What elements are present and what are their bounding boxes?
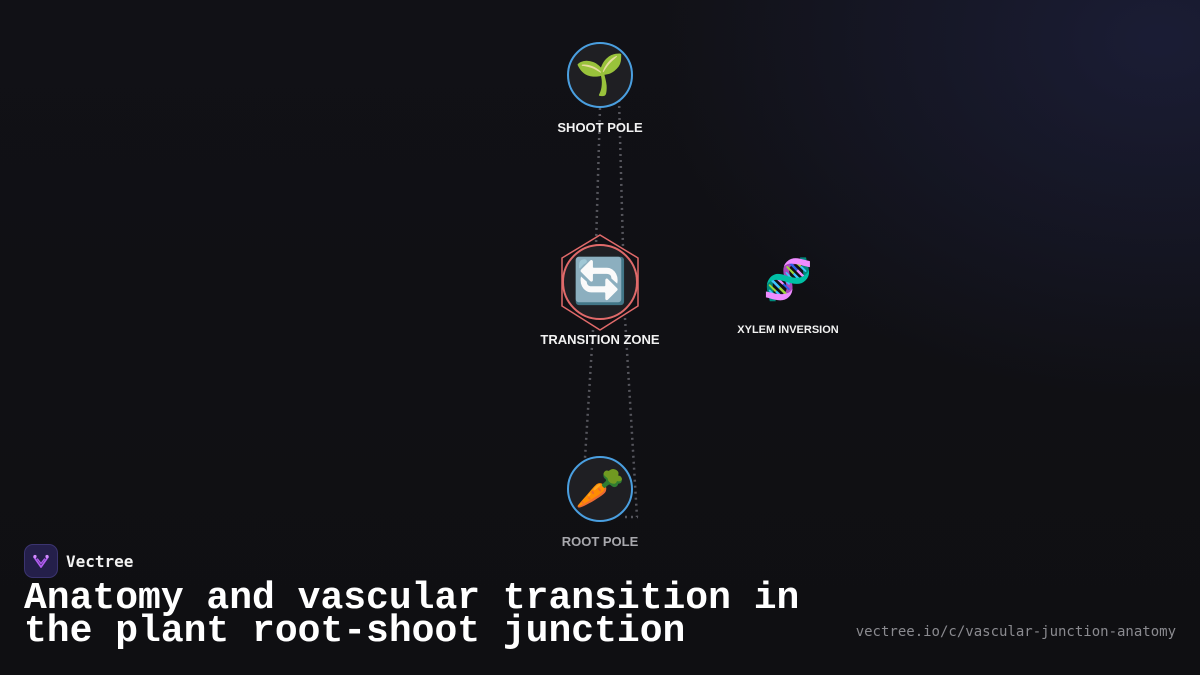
brand: Vectree (24, 544, 133, 578)
dna-icon: 🧬 (763, 258, 813, 302)
transition-zone-diamond (561, 234, 639, 331)
source-url[interactable]: vectree.io/c/vascular-junction-anatomy (855, 624, 1176, 640)
seedling-icon: 🌱 (575, 53, 625, 97)
transition-zone-label: TRANSITION ZONE (540, 332, 660, 347)
shoot-pole-label: SHOOT POLE (557, 120, 643, 135)
counterclockwise-arrows-icon: 🔄 (572, 257, 628, 306)
carrot-icon: 🥕 (575, 467, 625, 511)
vectree-logo-icon (24, 544, 58, 578)
transition-zone-node[interactable]: 🔄 (562, 244, 638, 320)
connector-strand-left-upper (594, 107, 602, 246)
brand-name: Vectree (66, 551, 134, 571)
xylem-inversion-label: XYLEM INVERSION (737, 324, 839, 336)
connector-strand-left-lower (583, 329, 595, 459)
shoot-pole-node[interactable]: 🌱 (567, 42, 633, 108)
connector-strand-right-upper (617, 99, 625, 248)
page-title: Anatomy and vascular transition in the p… (24, 577, 800, 653)
xylem-inversion-node[interactable]: 🧬 (758, 250, 818, 310)
root-pole-label: ROOT POLE (561, 534, 639, 549)
root-pole-node[interactable]: 🥕 (567, 456, 633, 522)
